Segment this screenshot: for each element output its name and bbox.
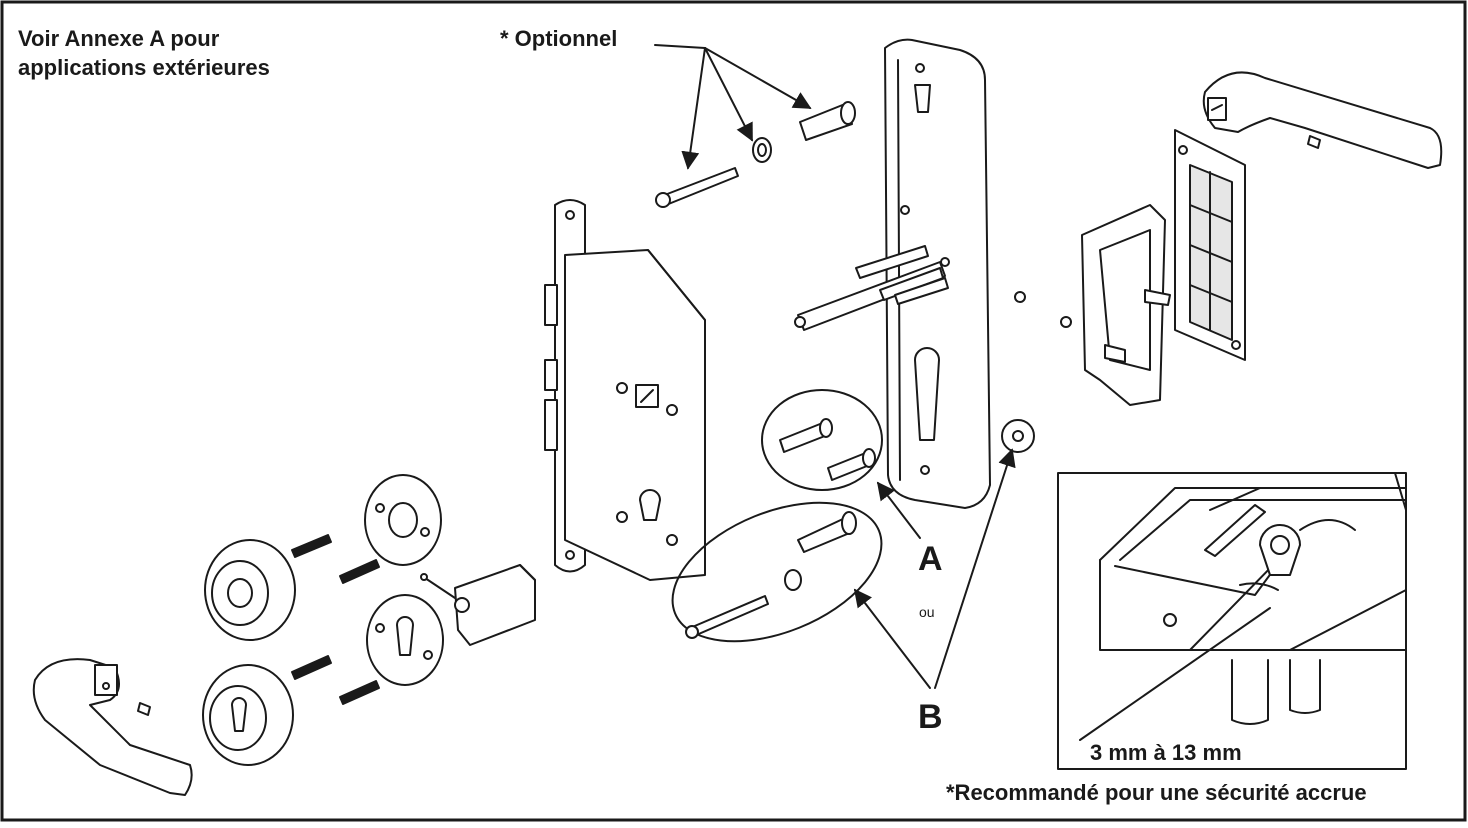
- measurement-inset: [1057, 472, 1407, 770]
- round-rose-outer-top: [204, 539, 296, 641]
- optional-label: * Optionnel: [500, 26, 618, 51]
- optional-arrows: [654, 44, 812, 170]
- cap-screw: [1001, 419, 1035, 453]
- option-b-label: B: [918, 698, 943, 736]
- inner-bracket: [1081, 204, 1171, 406]
- optional-short-screw: [799, 101, 856, 141]
- group-b-ellipse: [671, 501, 883, 643]
- euro-cylinder: [420, 564, 536, 646]
- right-lever-handle: [1202, 71, 1443, 169]
- mortise-lock-body: [544, 199, 706, 581]
- group-a-ellipse: [761, 389, 883, 491]
- footnote: *Recommandé pour une sécurité accrue: [946, 780, 1367, 805]
- exterior-note-line2: applications extérieures: [18, 55, 270, 80]
- or-label: ou: [919, 604, 935, 620]
- round-rose-outer-bottom: [202, 664, 294, 766]
- small-screws-right: [1014, 291, 1072, 328]
- exterior-note-line1: Voir Annexe A pour: [18, 26, 220, 51]
- measurement-label: 3 mm à 13 mm: [1090, 740, 1242, 765]
- optional-long-screw: [655, 167, 739, 208]
- optional-washer: [752, 137, 772, 163]
- rose-screws: [291, 534, 380, 705]
- rose-inner-plate-top: [364, 474, 442, 566]
- rose-inner-plate-bottom: [366, 594, 444, 686]
- option-a-label: A: [918, 540, 943, 578]
- through-bolts: [855, 245, 949, 305]
- pointer-arrows: [853, 448, 1016, 689]
- left-lever-handle: [32, 658, 193, 796]
- back-plate: [1174, 129, 1246, 361]
